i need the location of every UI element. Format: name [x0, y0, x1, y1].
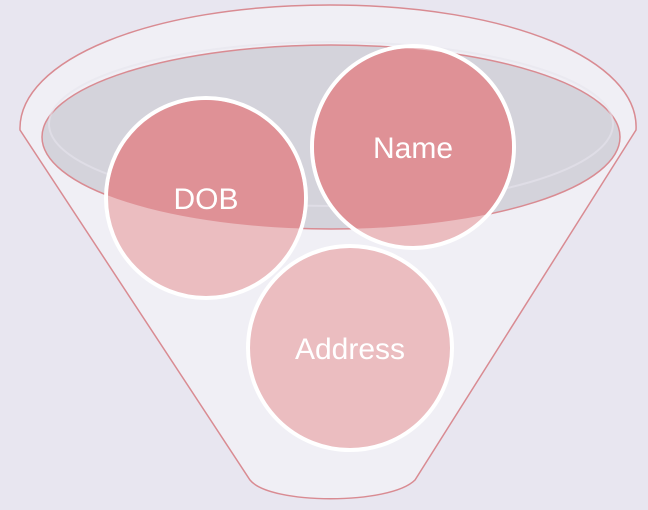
- name-circle-rim-overlap: [314, 48, 512, 229]
- address-circle: [246, 244, 454, 452]
- address-label: Address: [295, 333, 405, 366]
- name-label: Name: [373, 132, 453, 165]
- dob-circle-rim-overlap: [108, 100, 304, 229]
- dob-label: DOB: [173, 183, 238, 216]
